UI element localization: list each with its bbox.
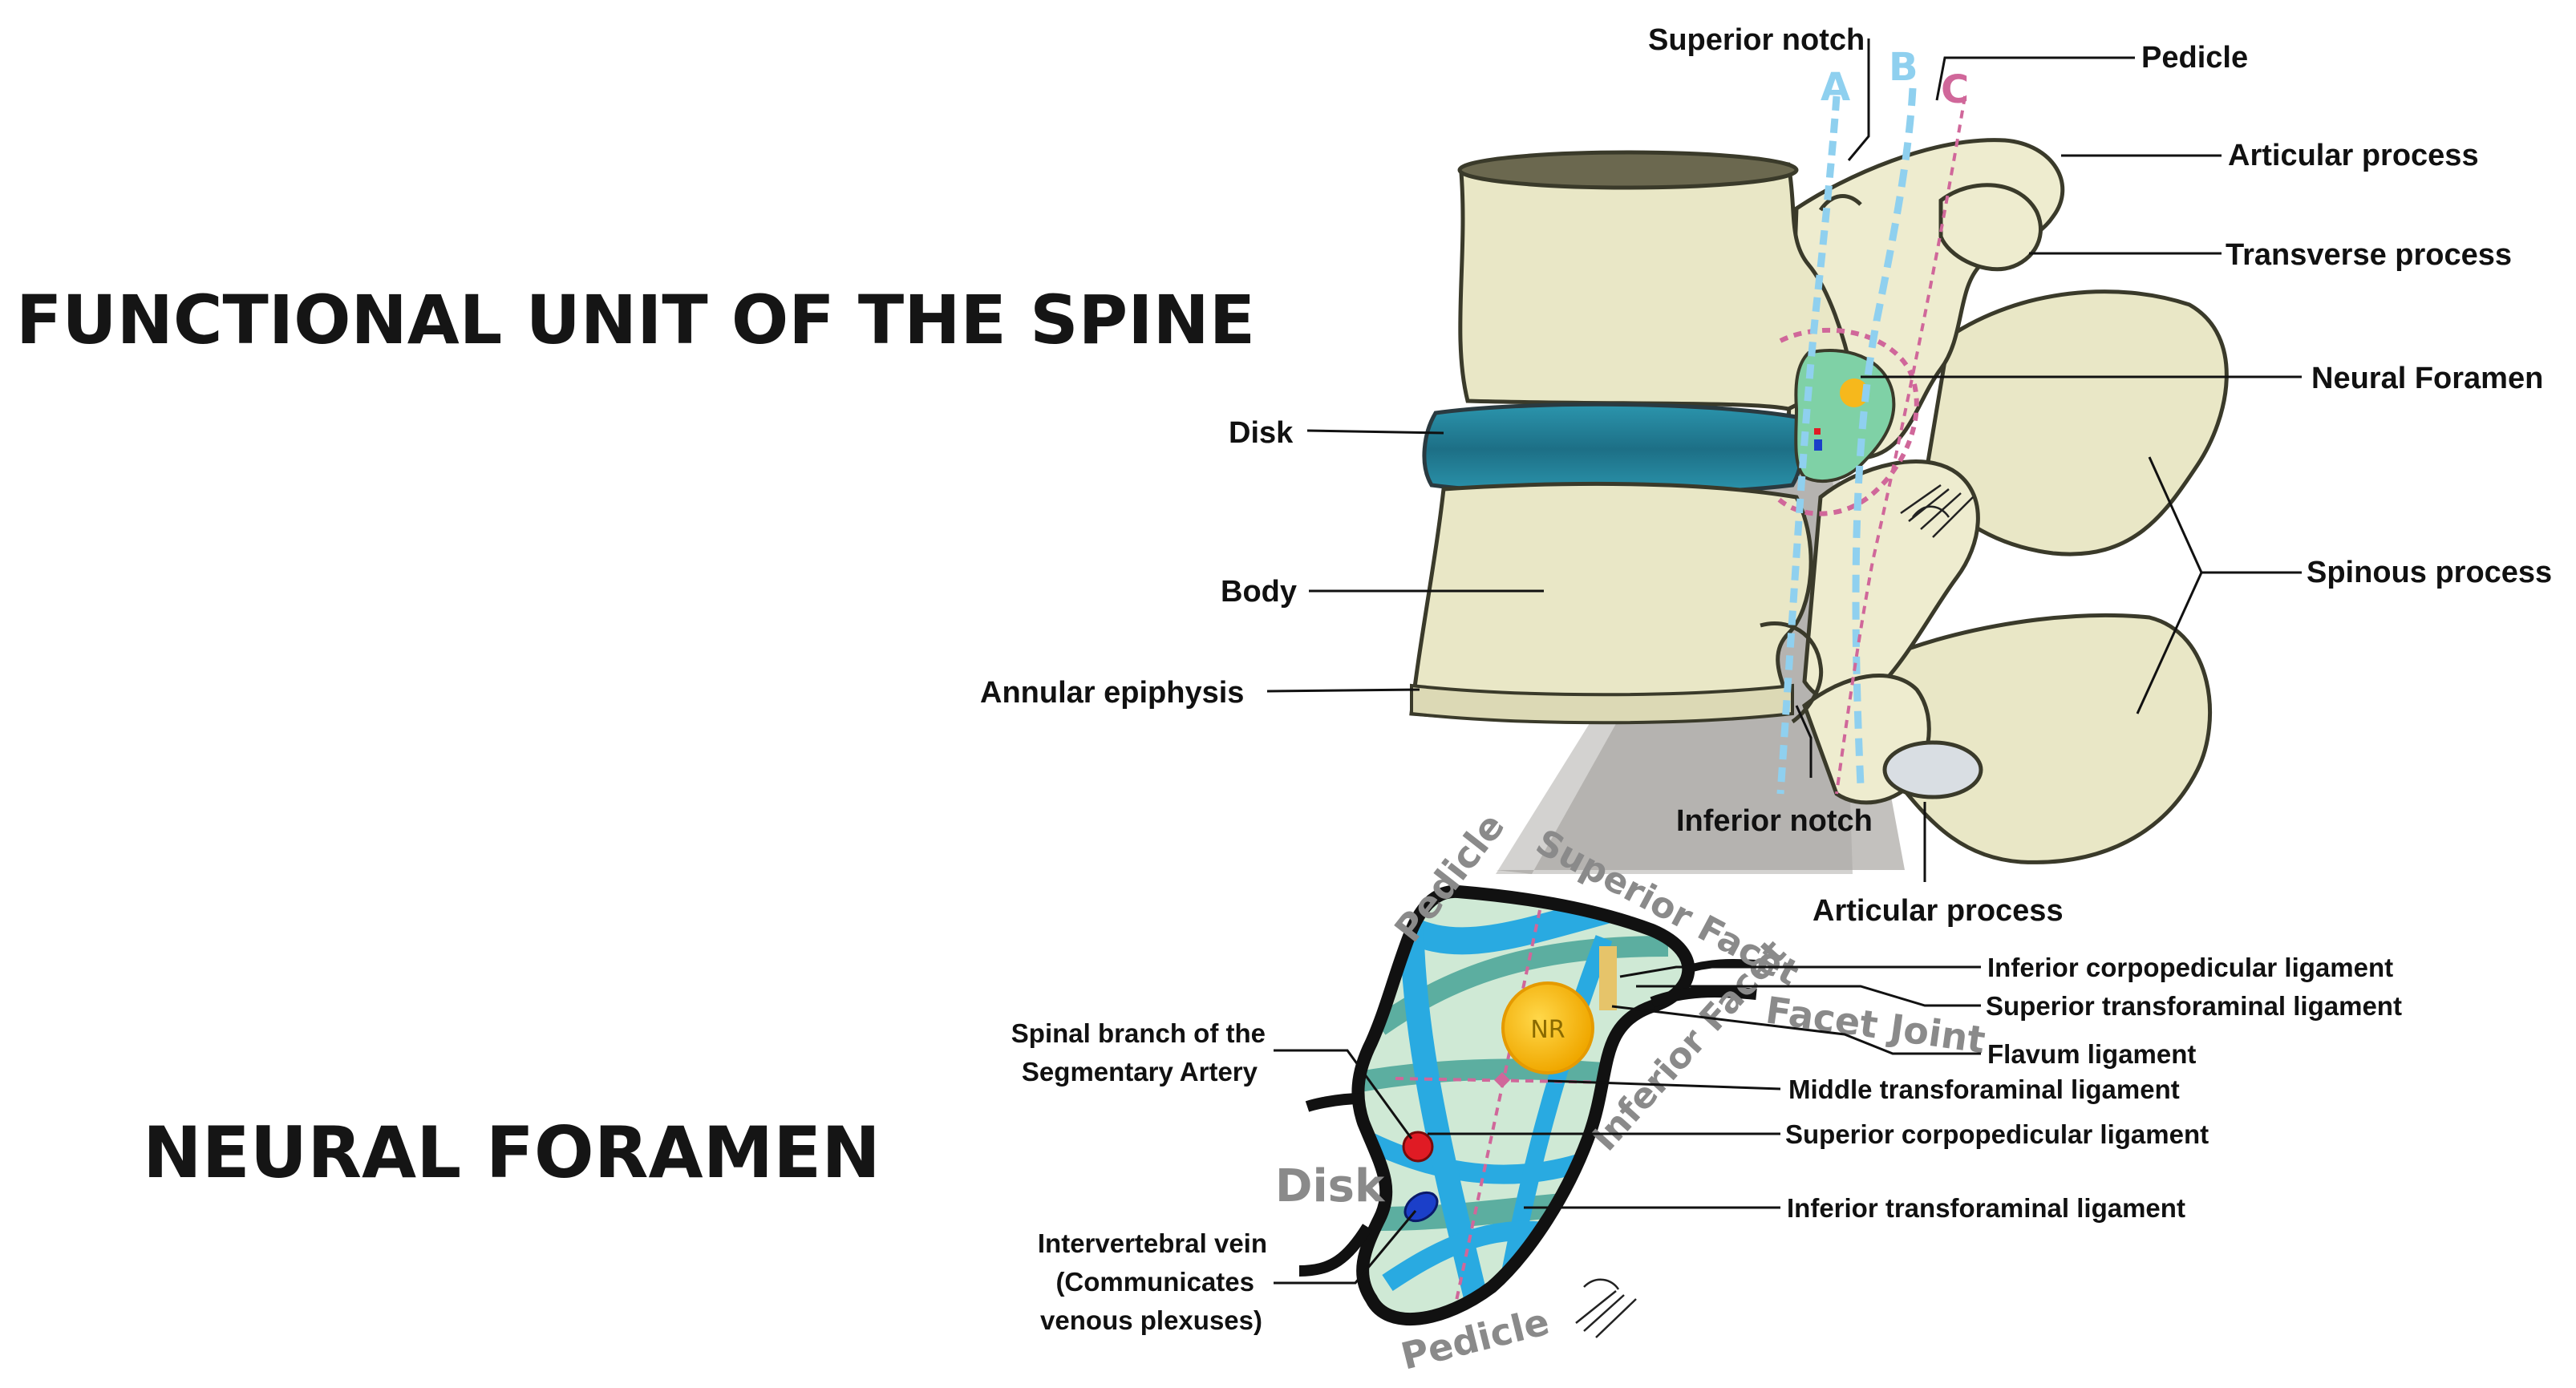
label-inferior-transforaminal: Inferior transforaminal ligament — [1787, 1193, 2185, 1223]
nerve-root-label: NR — [1530, 1016, 1565, 1044]
label-pedicle: Pedicle — [2141, 41, 2248, 75]
label-spinal-branch-2: Segmentary Artery — [1022, 1057, 1258, 1087]
label-iv-vein-2: (Communicates — [1055, 1267, 1254, 1297]
label-spinal-branch-1: Spinal branch of the — [1011, 1018, 1266, 1048]
inner-label-facet-joint: Facet Joint — [1763, 988, 1987, 1062]
transverse-process — [1938, 183, 2043, 272]
label-articular-process-top: Articular process — [2228, 139, 2479, 172]
label-inferior-notch: Inferior notch — [1676, 804, 1873, 838]
label-middle-transforaminal: Middle transforaminal ligament — [1788, 1074, 2180, 1104]
label-disk: Disk — [1229, 416, 1294, 450]
neural-foramen-title: NEURAL FORAMEN — [143, 1111, 881, 1194]
label-body: Body — [1221, 575, 1297, 609]
label-iv-vein-3: venous plexuses) — [1040, 1305, 1262, 1335]
nerve-root — [1501, 981, 1594, 1074]
label-transverse-process: Transverse process — [2226, 238, 2512, 272]
neural-foramen-enlarged: NR — [1298, 884, 1757, 1326]
signature-lower — [1575, 1278, 1637, 1338]
line-c — [1835, 95, 1966, 795]
spinous-process-upper — [1922, 289, 2229, 556]
line-b — [1852, 87, 1917, 787]
foramen-leader-lines — [1274, 965, 1981, 1285]
facet-joint-line — [1650, 986, 1757, 1008]
middle-transforaminal-ligament-band — [1358, 1058, 1622, 1093]
label-spinous-process: Spinous process — [2307, 556, 2552, 589]
label-superior-notch: Superior notch — [1648, 23, 1865, 57]
label-superior-transforaminal: Superior transforaminal ligament — [1986, 991, 2402, 1021]
main-title: FUNCTIONAL UNIT OF THE SPINE — [16, 281, 1255, 359]
spinous-process-lower — [1882, 613, 2212, 864]
foramen-outline-dashed — [1774, 327, 1919, 516]
label-iv-vein-1: Intervertebral vein — [1038, 1228, 1267, 1258]
label-flavum: Flavum ligament — [1987, 1039, 2196, 1069]
vertebra-illustration — [1409, 138, 2229, 864]
line-b-label: B — [1889, 45, 1918, 90]
line-a — [1776, 95, 1841, 795]
lower-vertebral-body — [1409, 481, 1813, 723]
label-neural-foramen: Neural Foramen — [2311, 362, 2543, 395]
intervertebral-disk — [1422, 402, 1804, 496]
label-annular-epiphysis: Annular epiphysis — [980, 676, 1244, 710]
line-c-label: C — [1941, 67, 1969, 112]
line-a-label: A — [1821, 65, 1850, 110]
label-inferior-corpopedicular: Inferior corpopedicular ligament — [1987, 953, 2393, 982]
annular-epiphysis-band — [1410, 683, 1794, 725]
nerve-root-small — [1840, 378, 1869, 407]
inner-label-disk: Disk — [1275, 1160, 1386, 1212]
artery-icon — [1402, 1131, 1434, 1163]
upper-vertebral-body — [1458, 155, 1855, 411]
upper-leader-lines — [1266, 38, 2302, 882]
upper-endplate — [1457, 150, 1799, 190]
articular-facet-cup — [1882, 740, 1983, 799]
reference-lines: A B C — [1776, 45, 1969, 795]
label-superior-corpopedicular: Superior corpopedicular ligament — [1785, 1119, 2209, 1149]
signature-upper — [1900, 484, 1974, 538]
label-articular-process-bottom: Articular process — [1813, 894, 2064, 928]
